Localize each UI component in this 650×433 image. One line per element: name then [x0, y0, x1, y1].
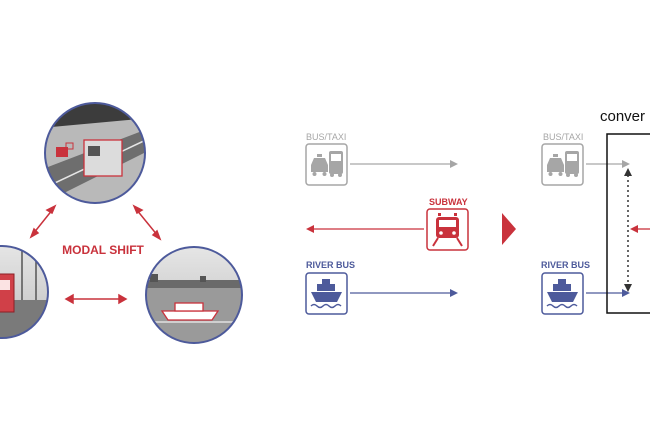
train-photo — [0, 245, 49, 339]
shift-arrow-top-right — [132, 204, 162, 241]
shift-arrow-top-left — [29, 204, 57, 239]
river-bus-to-hub-arrow — [586, 289, 630, 297]
modal-shift-label: MODAL SHIFT — [62, 243, 144, 257]
bus-taxi-to-hub-arrow — [586, 160, 630, 168]
bus-taxi-icon-right — [541, 143, 584, 186]
river-bus-label: RIVER BUS — [306, 260, 355, 270]
boat-photo — [145, 246, 243, 344]
river-bus-flow-arrow — [350, 289, 458, 297]
shift-arrow-bottom — [64, 293, 128, 305]
bus-taxi-icon — [305, 143, 348, 186]
river-bus-icon — [305, 272, 348, 315]
convergence-label: conver — [600, 108, 645, 125]
subway-flow-arrow — [306, 225, 424, 233]
hub-vertical-dotted-arrow — [624, 168, 632, 292]
bus-taxi-label: BUS/TAXI — [306, 132, 346, 142]
bus-taxi-label-right: BUS/TAXI — [543, 132, 583, 142]
truck-photo — [44, 102, 146, 204]
river-bus-label-right: RIVER BUS — [541, 260, 590, 270]
convergence-hub-box — [606, 133, 650, 314]
subway-icon — [426, 208, 469, 251]
subway-label: SUBWAY — [429, 197, 468, 207]
transition-arrow-icon — [502, 213, 516, 245]
river-bus-icon-right — [541, 272, 584, 315]
subway-into-hub-arrow — [630, 225, 650, 233]
bus-taxi-flow-arrow — [350, 160, 458, 168]
